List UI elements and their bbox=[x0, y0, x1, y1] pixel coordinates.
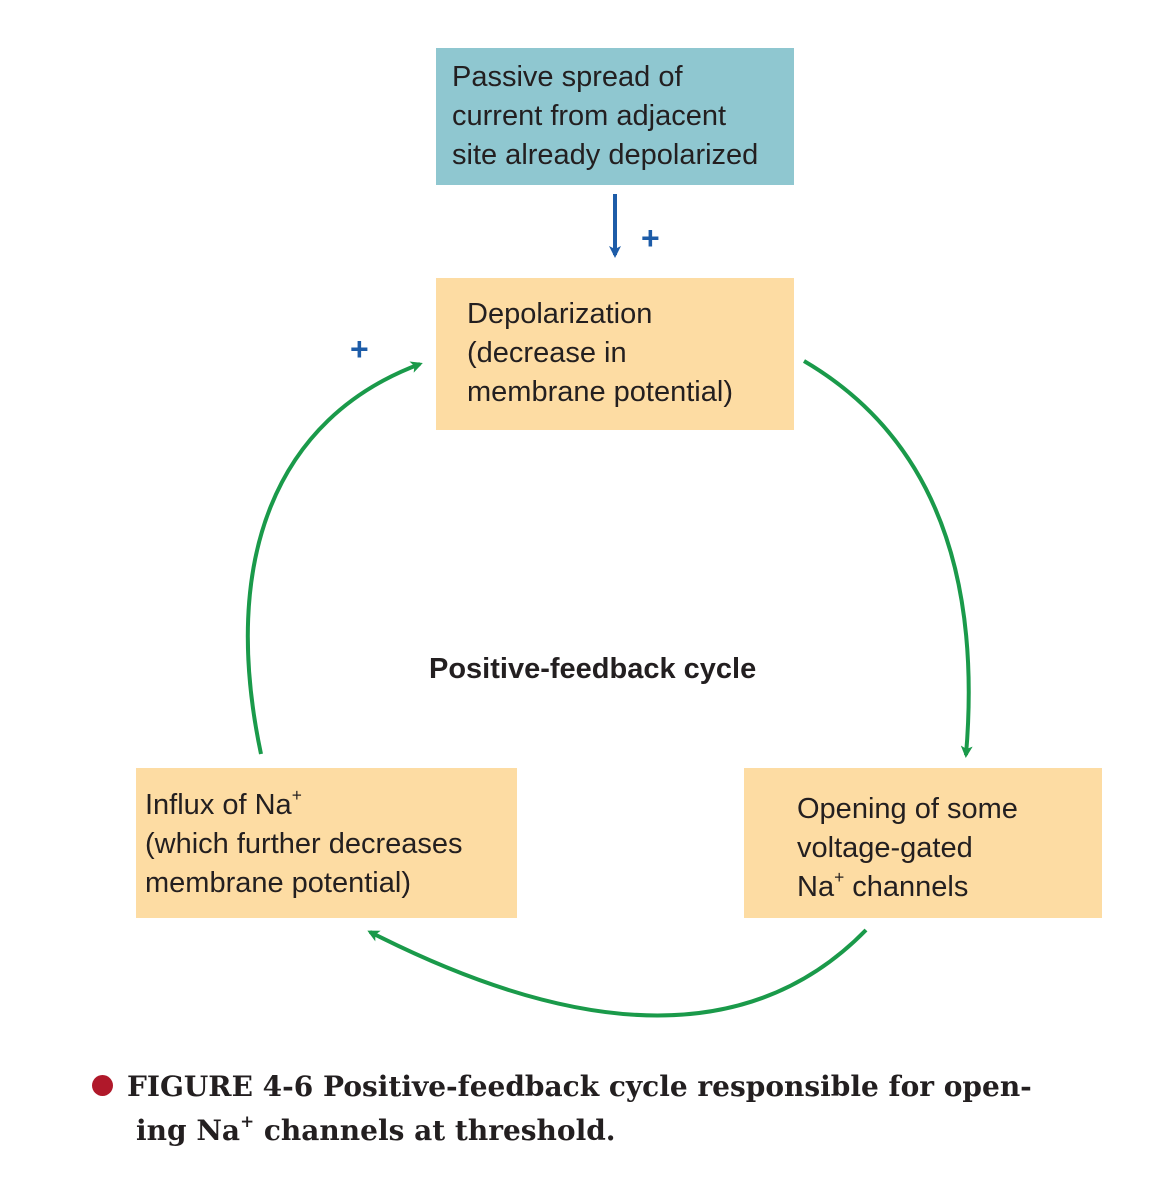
influx-charge: + bbox=[291, 784, 302, 805]
depolarization-line-2: (decrease in bbox=[467, 337, 627, 369]
cycle-label: Positive-feedback cycle bbox=[429, 653, 757, 685]
channel-opening-box: Opening of some voltage-gated Na+ channe… bbox=[744, 768, 1102, 918]
sodium-symbol: Na bbox=[797, 871, 835, 903]
sodium-influx-line-3: membrane potential) bbox=[145, 867, 411, 899]
depolarization-box: Depolarization (decrease in membrane pot… bbox=[436, 278, 794, 430]
depolarization-line-3: membrane potential) bbox=[467, 376, 733, 408]
channel-opening-line-3: Na+ channels bbox=[797, 868, 1102, 907]
channels-text: channels bbox=[844, 871, 969, 903]
caption-text-2-prefix: ing Na bbox=[136, 1114, 241, 1147]
depolarization-line-1: Depolarization bbox=[467, 298, 653, 330]
plus-sign-cycle: + bbox=[350, 331, 369, 367]
cycle-arrow-influx-to-depolarization bbox=[245, 361, 423, 755]
passive-spread-line-3: site already depolarized bbox=[452, 139, 759, 171]
cycle-arrow-opening-to-influx bbox=[367, 928, 868, 1018]
sodium-influx-line-1: Influx of Na+ bbox=[145, 786, 517, 825]
figure-number: FIGURE 4-6 bbox=[127, 1070, 314, 1103]
influx-text: Influx of Na bbox=[145, 789, 292, 821]
plus-sign-input: + bbox=[641, 220, 660, 256]
figure-caption: FIGURE 4-6 Positive-feedback cycle respo… bbox=[92, 1065, 1162, 1153]
caption-line-1: FIGURE 4-6 Positive-feedback cycle respo… bbox=[92, 1065, 1162, 1109]
sodium-influx-box: Influx of Na+ (which further decreases m… bbox=[136, 768, 517, 918]
passive-spread-line-2: current from adjacent bbox=[452, 100, 727, 132]
caption-text-2-suffix: channels at threshold. bbox=[254, 1114, 616, 1147]
channel-opening-line-2: voltage-gated bbox=[797, 832, 973, 864]
channel-opening-line-1: Opening of some bbox=[797, 793, 1018, 825]
passive-spread-box: Passive spread of current from adjacent … bbox=[436, 48, 794, 185]
caption-line-2: ing Na+ channels at threshold. bbox=[92, 1109, 1162, 1153]
sodium-charge: + bbox=[834, 866, 845, 887]
caption-text-1: Positive-feedback cycle responsible for … bbox=[323, 1070, 1032, 1103]
caption-charge: + bbox=[240, 1111, 255, 1132]
cycle-arrow-depolarization-to-opening bbox=[802, 359, 973, 758]
sodium-influx-line-2: (which further decreases bbox=[145, 828, 463, 860]
passive-spread-line-1: Passive spread of bbox=[452, 61, 683, 93]
caption-bullet-icon bbox=[92, 1075, 113, 1096]
